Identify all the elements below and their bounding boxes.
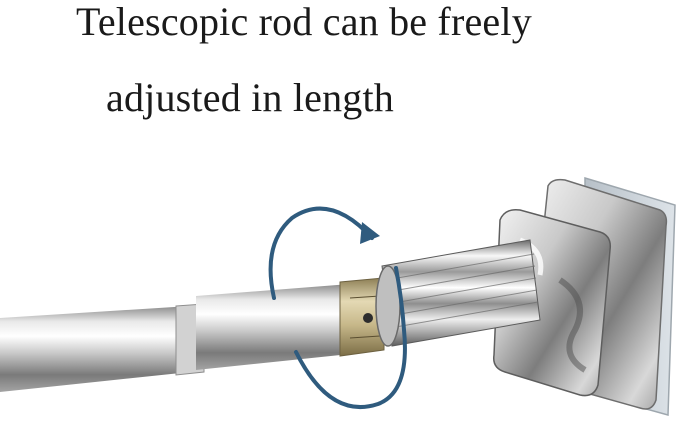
caption-line-2: adjusted in length <box>106 75 394 120</box>
rod-inner-section <box>196 284 350 370</box>
lock-indicator-icon <box>363 313 373 323</box>
rod-outer-section <box>0 306 190 392</box>
rotation-arrow-icon <box>268 206 407 410</box>
caption-line-1: Telescopic rod can be freely <box>76 0 532 44</box>
